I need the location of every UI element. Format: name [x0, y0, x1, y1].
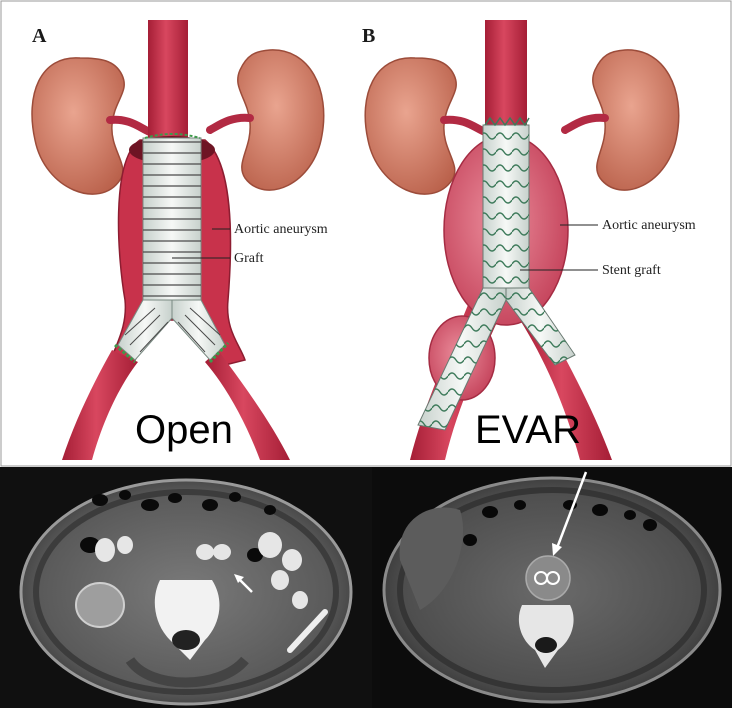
ct-scan-open-repair	[0, 467, 372, 708]
panel-b-aneurysm-label: Aortic aneurysm	[602, 218, 696, 233]
panel-a-caption: Open	[135, 408, 233, 452]
panel-a-aneurysm-label: Aortic aneurysm	[234, 222, 328, 237]
panel-b-caption: EVAR	[475, 408, 581, 452]
aorta-upper-b	[485, 20, 527, 140]
ct-kidney	[76, 583, 124, 627]
panel-b-graft-label: Stent graft	[602, 263, 661, 278]
panel-a-letter: A	[32, 25, 47, 47]
ct-scan-evar	[372, 467, 732, 708]
aorta-upper	[148, 20, 188, 140]
panel-b-letter: B	[362, 25, 375, 47]
panel-a-graft-label: Graft	[234, 251, 264, 266]
